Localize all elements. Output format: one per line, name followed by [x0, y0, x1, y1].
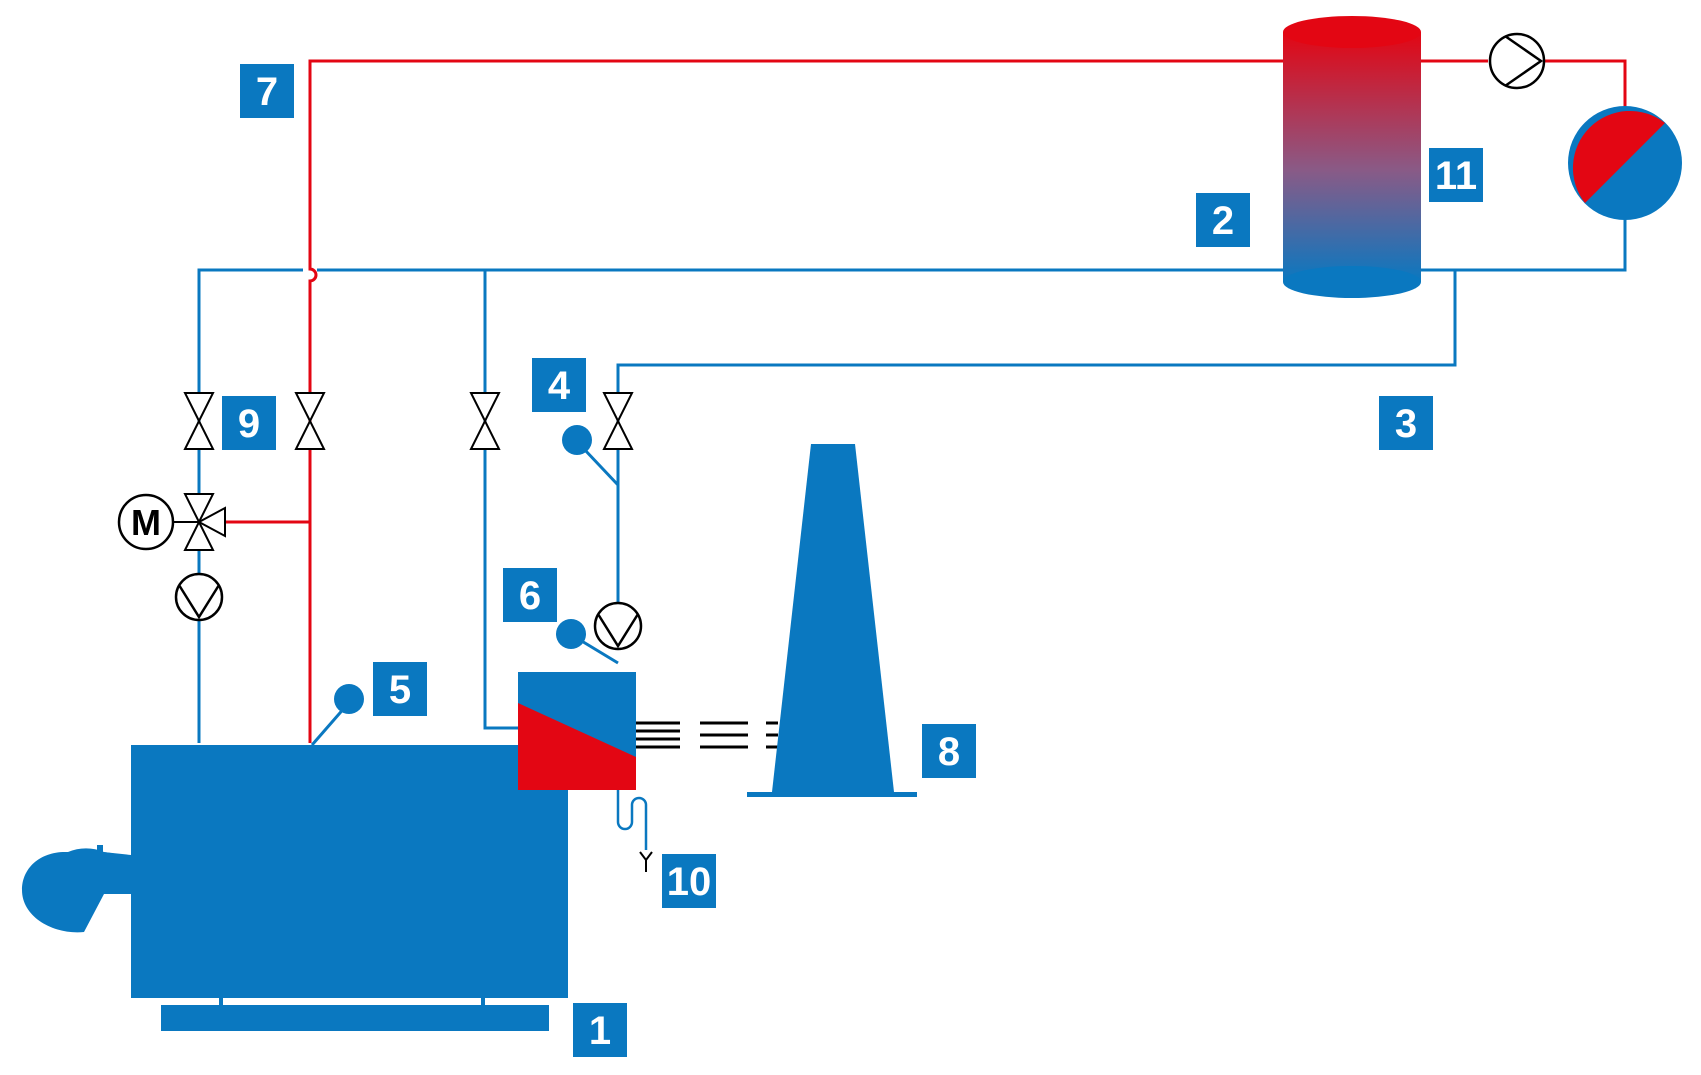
- boiler-leg-right: [481, 996, 485, 1007]
- boiler-body: [131, 745, 568, 998]
- sensor-stem-4: [582, 447, 620, 487]
- label-6: 6: [503, 568, 557, 622]
- return-pipe-blue-main: [197, 268, 1285, 743]
- temperature-sensor-icon: [334, 684, 364, 714]
- svg-text:10: 10: [667, 860, 712, 904]
- supply-pipe-red-to-exchanger: [1541, 59, 1627, 108]
- label-9: 9: [222, 396, 276, 450]
- storage-tank: [1283, 16, 1421, 298]
- number-labels: 1 2 3 4 5 6 7 8: [222, 64, 1483, 1057]
- mixing-valve-icon[interactable]: [183, 493, 226, 551]
- valves: [183, 392, 634, 551]
- flue-pipe: [636, 721, 778, 749]
- label-2: 2: [1196, 193, 1250, 247]
- drain-outlet-icon: [639, 851, 653, 872]
- svg-text:3: 3: [1395, 402, 1417, 446]
- svg-text:11: 11: [1435, 154, 1477, 198]
- label-8: 8: [922, 724, 976, 778]
- gate-valve-icon[interactable]: [183, 392, 215, 450]
- pump-icon[interactable]: [1488, 32, 1546, 90]
- svg-text:4: 4: [548, 364, 571, 408]
- svg-text:8: 8: [938, 730, 960, 774]
- burner-housing: [22, 845, 131, 933]
- label-11: 11: [1429, 148, 1483, 202]
- motor-icon[interactable]: M: [117, 493, 199, 551]
- flue-gas-heat-exchanger: [518, 672, 653, 872]
- consumer-heat-exchanger: [1568, 106, 1682, 220]
- return-pipe-blue-condenser: [616, 270, 1457, 645]
- temperature-sensor-icon: [562, 425, 592, 455]
- sensor-stem-6: [579, 638, 619, 665]
- supply-pipe-red: [308, 59, 1285, 743]
- pump-icon[interactable]: [593, 601, 643, 651]
- chimney-stack: [772, 444, 894, 792]
- svg-text:6: 6: [519, 574, 541, 618]
- svg-text:7: 7: [256, 70, 278, 114]
- label-10: 10: [662, 854, 716, 908]
- chimney: [747, 444, 917, 797]
- gate-valve-icon[interactable]: [602, 392, 634, 450]
- chimney-base: [747, 792, 917, 797]
- gate-valve-icon[interactable]: [294, 392, 326, 450]
- boiler-leg-left: [219, 996, 223, 1007]
- label-4: 4: [532, 358, 586, 412]
- gate-valve-icon[interactable]: [469, 392, 501, 450]
- temperature-sensor-icon: [556, 619, 586, 649]
- condensate-drain-icon: [616, 790, 648, 850]
- boiler: [22, 745, 568, 1031]
- svg-text:5: 5: [389, 668, 411, 712]
- return-pipe-blue-from-tank: [1420, 218, 1627, 272]
- svg-text:1: 1: [589, 1009, 611, 1053]
- pump-icon[interactable]: [174, 572, 224, 622]
- pumps: [174, 32, 1546, 651]
- motor-label: M: [131, 502, 161, 543]
- label-5: 5: [373, 662, 427, 716]
- svg-text:2: 2: [1212, 199, 1234, 243]
- return-pipe-blue-branch: [483, 270, 518, 730]
- label-1: 1: [573, 1003, 627, 1057]
- exchanger-red: [518, 703, 636, 790]
- sensor-stem-5: [310, 705, 348, 746]
- label-7: 7: [240, 64, 294, 118]
- label-3: 3: [1379, 396, 1433, 450]
- boiler-base: [161, 1005, 549, 1031]
- sensors: [334, 425, 592, 714]
- svg-text:9: 9: [238, 402, 260, 446]
